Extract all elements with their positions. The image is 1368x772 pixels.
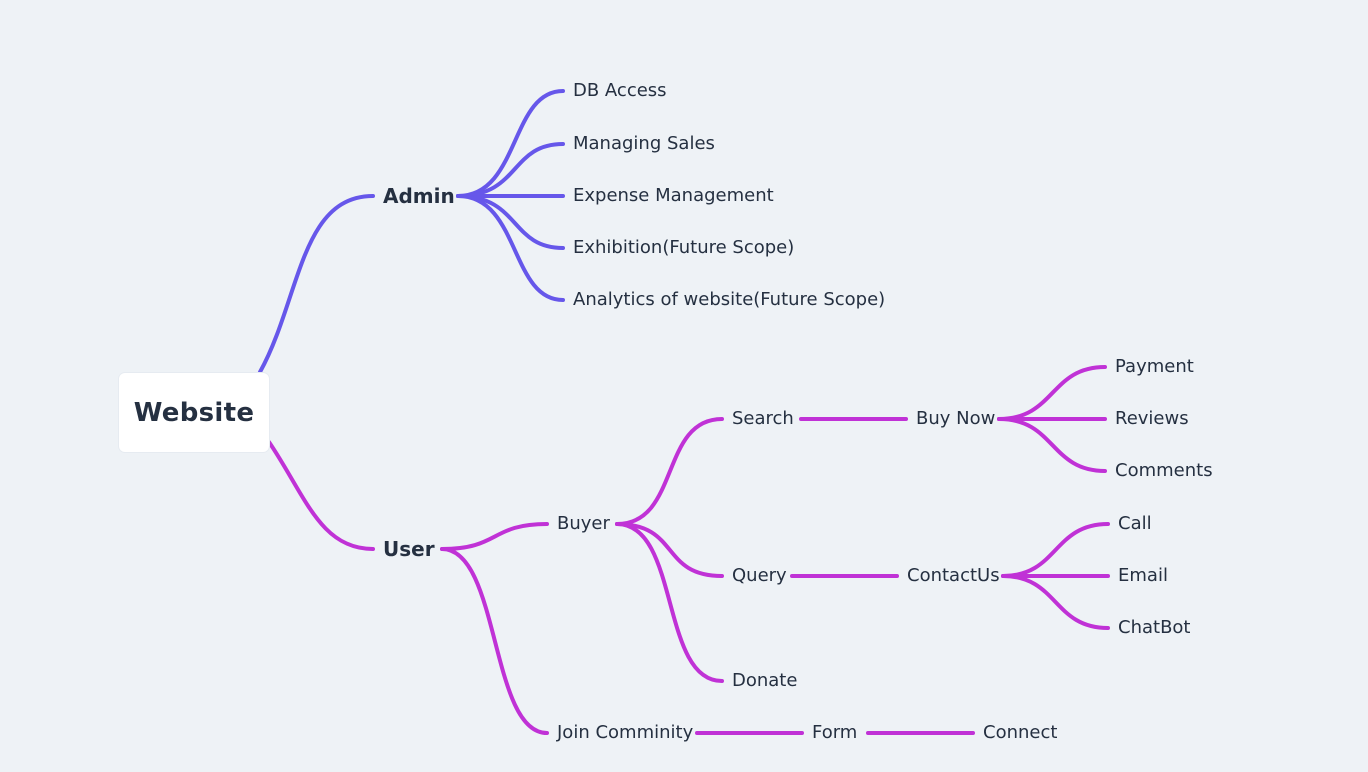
node-buyer[interactable]: Buyer bbox=[557, 513, 610, 534]
link-admin-analytics bbox=[456, 194, 565, 302]
node-buy-now[interactable]: Buy Now bbox=[916, 408, 996, 429]
node-comments[interactable]: Comments bbox=[1115, 460, 1213, 481]
node-exhibition[interactable]: Exhibition(Future Scope) bbox=[573, 237, 795, 258]
root-node-website[interactable]: Website bbox=[119, 373, 269, 452]
node-donate[interactable]: Donate bbox=[732, 670, 798, 691]
admin-branch-lines bbox=[258, 89, 565, 374]
root-node-label: Website bbox=[133, 397, 255, 428]
node-managing-sales[interactable]: Managing Sales bbox=[573, 133, 715, 154]
node-payment[interactable]: Payment bbox=[1115, 356, 1194, 377]
node-admin[interactable]: Admin bbox=[383, 184, 455, 208]
link-buyer-query bbox=[615, 522, 724, 578]
node-user[interactable]: User bbox=[383, 537, 435, 561]
link-contact-us-chatbot bbox=[1001, 574, 1110, 630]
user-branch-lines bbox=[267, 365, 1110, 735]
link-buyer-search bbox=[615, 417, 724, 526]
node-contact-us[interactable]: ContactUs bbox=[907, 565, 1000, 586]
node-reviews[interactable]: Reviews bbox=[1115, 408, 1189, 429]
link-contact-us-call bbox=[1001, 522, 1110, 578]
node-query[interactable]: Query bbox=[732, 565, 787, 586]
link-root-admin bbox=[258, 194, 375, 374]
link-buyer-donate bbox=[615, 522, 724, 683]
link-buy-now-comments bbox=[997, 417, 1107, 473]
node-call[interactable]: Call bbox=[1118, 513, 1152, 534]
link-user-buyer bbox=[440, 522, 549, 551]
node-email[interactable]: Email bbox=[1118, 565, 1168, 586]
link-admin-db-access bbox=[456, 89, 565, 198]
node-connect[interactable]: Connect bbox=[983, 722, 1058, 743]
node-expense-management[interactable]: Expense Management bbox=[573, 185, 774, 206]
link-root-user bbox=[267, 440, 375, 551]
node-join-community[interactable]: Join Comminity bbox=[557, 722, 694, 743]
node-chatbot[interactable]: ChatBot bbox=[1118, 617, 1191, 638]
link-buy-now-payment bbox=[997, 365, 1107, 421]
node-search[interactable]: Search bbox=[732, 408, 794, 429]
node-analytics[interactable]: Analytics of website(Future Scope) bbox=[573, 289, 886, 310]
node-form[interactable]: Form bbox=[812, 722, 858, 743]
node-db-access[interactable]: DB Access bbox=[573, 80, 667, 101]
link-admin-managing-sales bbox=[456, 142, 565, 198]
link-user-join-community bbox=[440, 547, 549, 735]
